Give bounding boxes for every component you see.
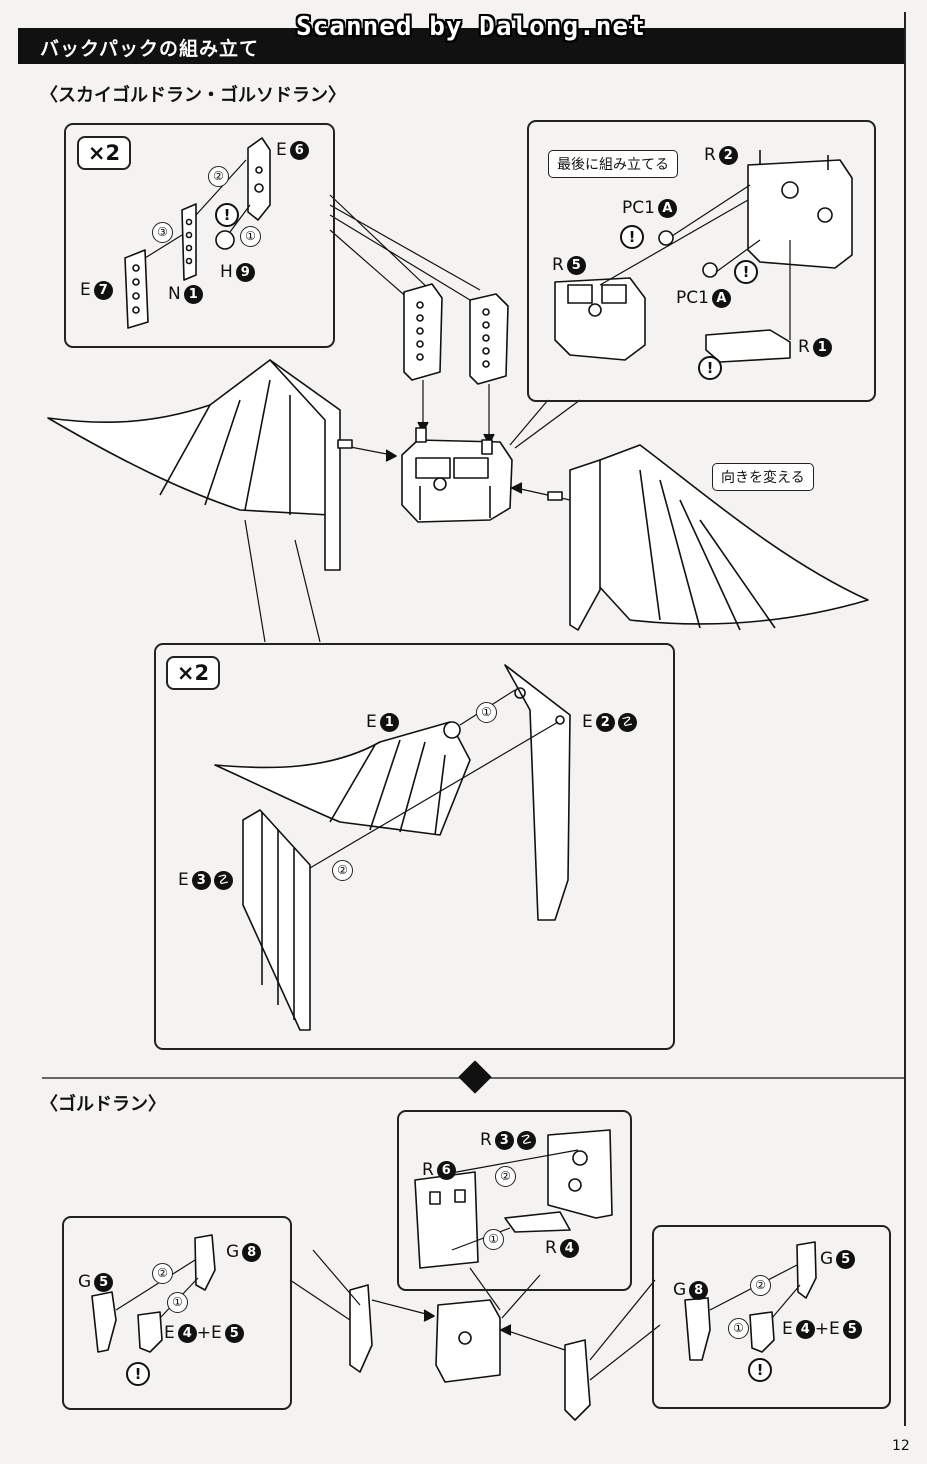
- detail-box-goldran-body: [397, 1110, 632, 1291]
- warning-icon: !: [748, 1358, 772, 1382]
- page-title: バックパックの組み立て: [40, 38, 260, 60]
- e-block-left: [403, 283, 443, 381]
- detail-box-wing: [154, 643, 675, 1050]
- goldran-center-parts: [289, 1129, 661, 1421]
- backpack-center: [401, 427, 513, 523]
- step-2: ②: [332, 860, 353, 881]
- section-heading-goldran: 〈ゴルドラン〉: [40, 1094, 166, 1115]
- right-margin-rule: [904, 12, 906, 1426]
- box1-parts: [124, 137, 271, 329]
- section-heading-skygoldran: 〈スカイゴルドラン・ゴルソドラン〉: [40, 85, 346, 106]
- detail-box-backpack-body: [527, 120, 876, 402]
- step-1: ①: [728, 1318, 749, 1339]
- step-2: ②: [208, 166, 229, 187]
- detail-box-goldran-right-arm: [652, 1225, 891, 1409]
- note-last-assembly: 最後に組み立てる: [548, 150, 678, 178]
- left-wing: [47, 359, 397, 571]
- warning-icon: !: [215, 203, 239, 227]
- box2-parts: [554, 150, 853, 363]
- detail-box-goldran-left-arm: [62, 1216, 292, 1410]
- warning-icon: !: [698, 356, 722, 380]
- page-number: 12: [892, 1438, 910, 1454]
- right-wing: [511, 444, 869, 631]
- warning-icon: !: [126, 1362, 150, 1386]
- box3-parts: [214, 664, 571, 1031]
- step-2: ②: [152, 1263, 173, 1284]
- step-2: ②: [750, 1275, 771, 1296]
- e-block-right: [469, 293, 509, 385]
- warning-icon: !: [734, 260, 758, 284]
- step-2: ②: [495, 1166, 516, 1187]
- multiplier-x2: ×2: [77, 136, 131, 170]
- page-header: バックパックの組み立て Scanned by Dalong.net: [0, 0, 906, 66]
- step-1: ①: [167, 1292, 188, 1313]
- step-3: ③: [152, 222, 173, 243]
- goldran-right-parts: [684, 1241, 817, 1361]
- title-bar: [18, 28, 906, 64]
- watermark: Scanned by Dalong.net: [296, 12, 646, 42]
- step-1: ①: [476, 702, 497, 723]
- note-change-direction: 向きを変える: [712, 463, 814, 491]
- warning-icon: !: [620, 225, 644, 249]
- step-1: ①: [483, 1229, 504, 1250]
- step-1: ①: [240, 226, 261, 247]
- detail-box-e-blocks: [64, 123, 335, 348]
- multiplier-x2: ×2: [166, 656, 220, 690]
